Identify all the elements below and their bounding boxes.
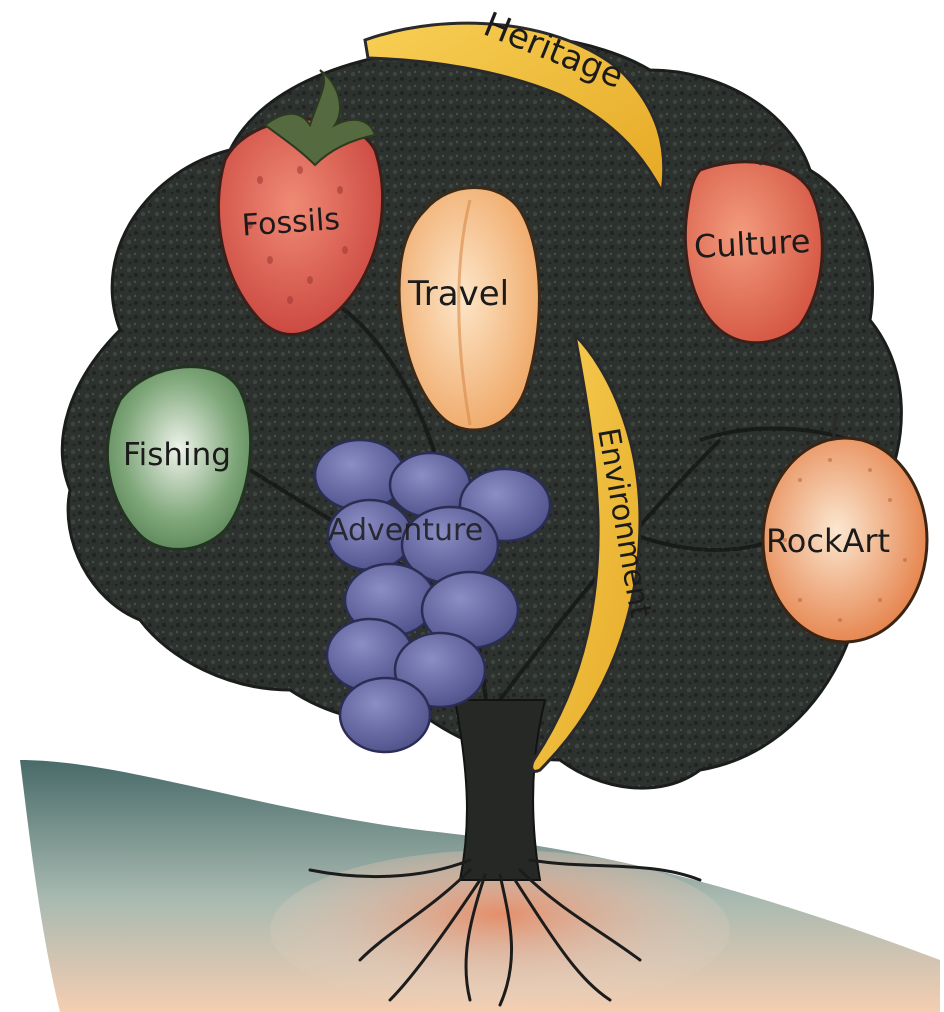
fishing-apple: Fishing <box>107 367 250 550</box>
adventure-label: Adventure <box>328 513 483 548</box>
culture-label: Culture <box>693 222 811 266</box>
fishing-label: Fishing <box>123 437 231 473</box>
travel-label: Travel <box>407 274 509 314</box>
fossils-label: Fossils <box>241 202 341 244</box>
rockart-label: RockArt <box>766 522 890 560</box>
